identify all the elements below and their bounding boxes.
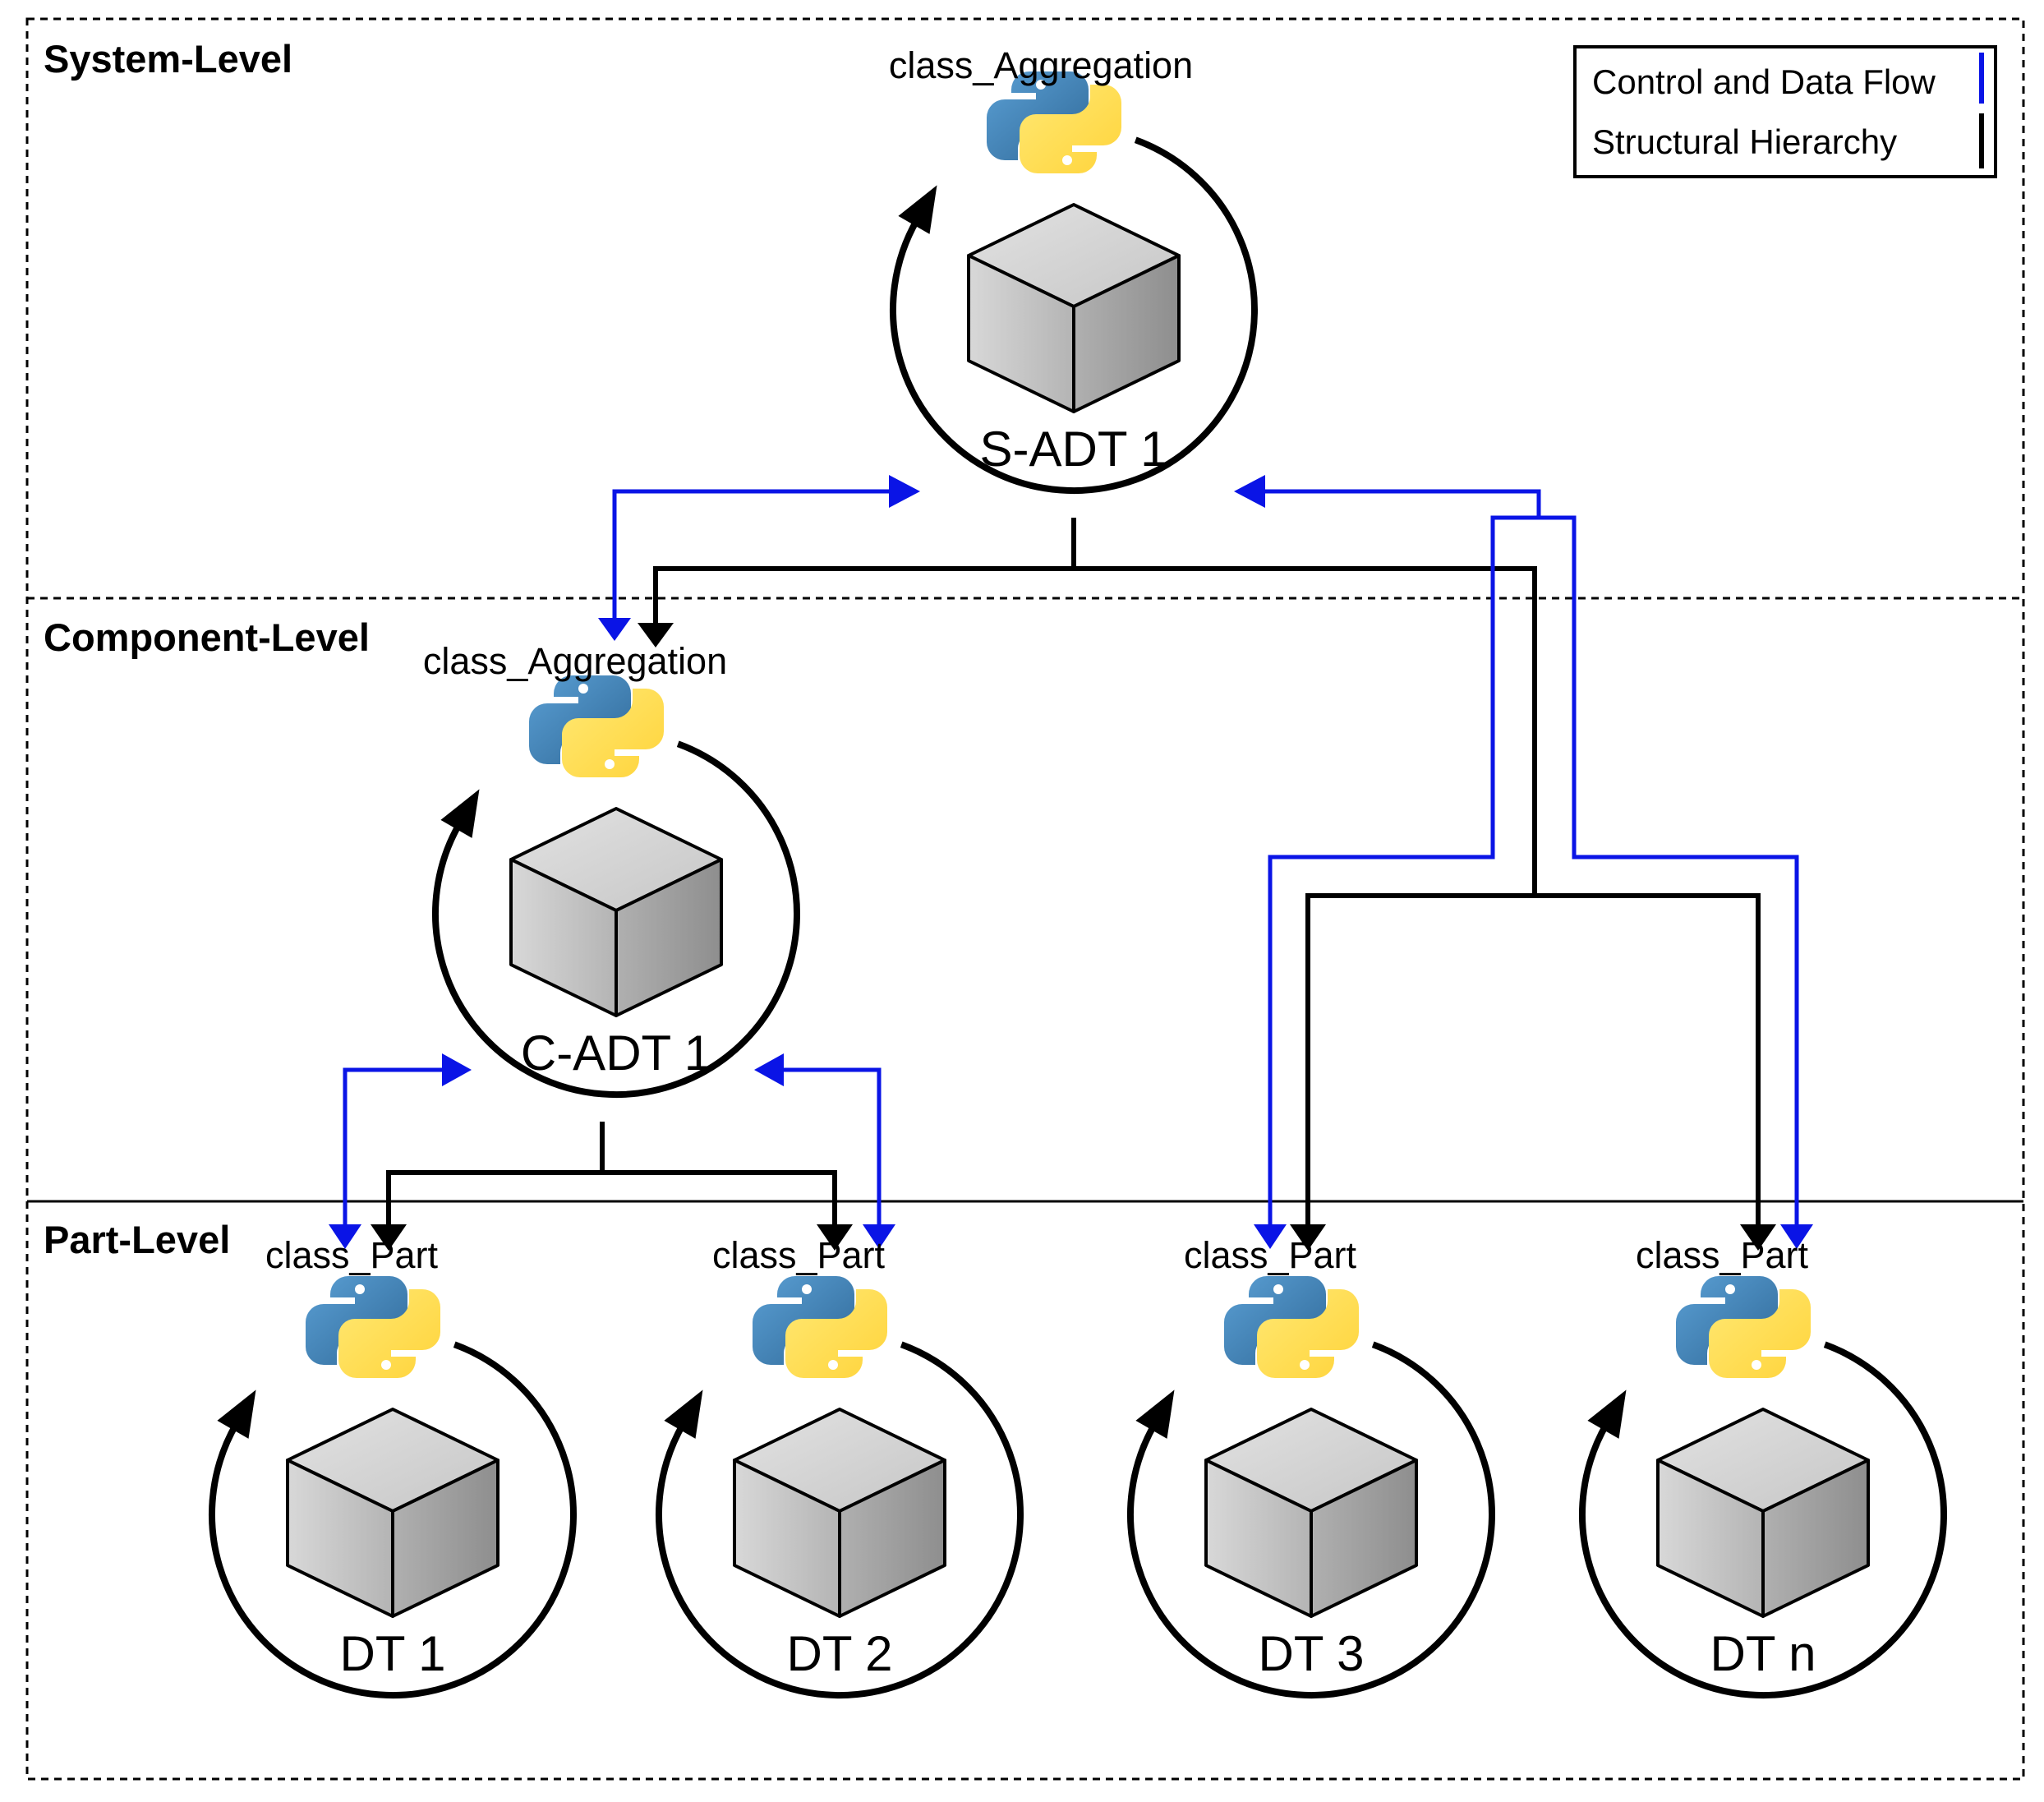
class-label: class_Part (1184, 1234, 1357, 1276)
node-label: DT n (1710, 1626, 1816, 1681)
legend-structural-hierarchy-label: Structural Hierarchy (1592, 122, 1897, 161)
arrowhead-dtn-black (1740, 1224, 1776, 1251)
node-dtn[interactable]: class_Part DT n (1579, 1234, 1947, 1699)
arrowhead-c-adt1 (638, 623, 674, 648)
cycle-arrowhead-icon (440, 789, 480, 838)
python-logo-icon (987, 71, 1121, 173)
cycle-arrowhead-icon (217, 1390, 256, 1439)
blue-arrowhead-dtn (1780, 1224, 1813, 1249)
python-logo-icon (529, 675, 664, 777)
c-adt1-to-dt1-dt2-connector (386, 1122, 837, 1237)
python-logo-icon (1224, 1276, 1359, 1378)
blue-arrowhead-dt3 (1254, 1224, 1287, 1249)
cycle-arrow-icon (890, 136, 1258, 495)
flow-s-adt1-return (1253, 489, 1541, 518)
class-label: class_Part (265, 1234, 439, 1276)
blue-arrowhead-s-adt1-right (1234, 475, 1265, 508)
cube-icon (967, 203, 1181, 413)
level-frames (25, 17, 2025, 1781)
legend-box (1573, 45, 1997, 178)
component-level-title: Component-Level (44, 615, 370, 659)
s-adt1-to-dt3-dtn-trunk (1074, 566, 1537, 896)
flow-dt1-to-c-adt1 (343, 1067, 452, 1233)
node-label: DT 3 (1259, 1626, 1365, 1681)
system-level-title: System-Level (44, 37, 292, 81)
cube-icon (1204, 1408, 1418, 1618)
blue-arrowhead-c-adt1-left (442, 1053, 472, 1086)
python-logo-icon (306, 1276, 440, 1378)
cube-icon (733, 1408, 946, 1618)
flow-s-adt1-to-dtn (1539, 515, 1799, 1233)
flow-s-adt1-to-dt3 (1268, 515, 1539, 1233)
blue-arrowhead-dt1 (329, 1224, 361, 1249)
python-logo-icon (1676, 1276, 1811, 1378)
cube-icon (509, 807, 723, 1017)
cube-icon (286, 1408, 499, 1618)
control-data-flow-arrowheads (329, 475, 1813, 1249)
cycle-arrowhead-icon (898, 185, 937, 234)
python-logo-icon (753, 1276, 887, 1378)
blue-arrowhead-c-adt1-right (754, 1053, 784, 1086)
class-label: class_Part (1636, 1234, 1809, 1276)
system-level-frame (25, 17, 2025, 1781)
node-label: C-ADT 1 (521, 1025, 711, 1081)
cycle-arrow-icon (1127, 1341, 1495, 1699)
node-dt2[interactable]: class_Part DT 2 (656, 1234, 1024, 1699)
blue-arrowhead-c-adt1 (598, 618, 631, 641)
node-label: DT 1 (340, 1626, 446, 1681)
cycle-arrow-icon (656, 1341, 1024, 1699)
blue-arrowhead-s-adt1-left (889, 475, 920, 508)
cube-icon (1656, 1408, 1870, 1618)
arrowhead-dt2-black (817, 1224, 853, 1251)
cycle-arrowhead-icon (1587, 1390, 1627, 1439)
class-label: class_Aggregation (423, 640, 727, 682)
structural-hierarchy-arrowheads (371, 623, 1776, 1251)
blue-arrowhead-dt2 (863, 1224, 895, 1249)
arrowhead-dt3-black (1290, 1224, 1326, 1251)
flow-c-adt1-to-s-adt1 (612, 489, 900, 637)
cycle-arrowhead-icon (1135, 1390, 1175, 1439)
node-label: S-ADT 1 (980, 422, 1168, 477)
structural-hierarchy-connectors (386, 518, 1761, 1237)
cycle-arrow-icon (209, 1341, 577, 1699)
arrowhead-dt1-black (371, 1224, 407, 1251)
part-level-title: Part-Level (44, 1218, 230, 1261)
legend-control-data-flow-label: Control and Data Flow (1592, 62, 1936, 101)
control-data-flow-connectors (343, 489, 1799, 1233)
flow-dt2-to-c-adt1 (774, 1067, 882, 1233)
s-adt1-to-c-adt1-connector (653, 518, 1076, 631)
trunk-to-dtn-connector (1535, 893, 1761, 1237)
trunk-to-dt3-connector (1305, 893, 1535, 1237)
cycle-arrow-icon (432, 740, 800, 1099)
cycle-arrowhead-icon (664, 1390, 703, 1439)
class-label: class_Part (712, 1234, 886, 1276)
node-dt3[interactable]: class_Part DT 3 (1127, 1234, 1495, 1699)
cycle-arrow-icon (1579, 1341, 1947, 1699)
class-label: class_Aggregation (889, 44, 1193, 86)
legend: Control and Data Flow Structural Hierarc… (1573, 45, 1997, 178)
node-dt1[interactable]: class_Part DT 1 (209, 1234, 577, 1699)
node-label: DT 2 (787, 1626, 893, 1681)
